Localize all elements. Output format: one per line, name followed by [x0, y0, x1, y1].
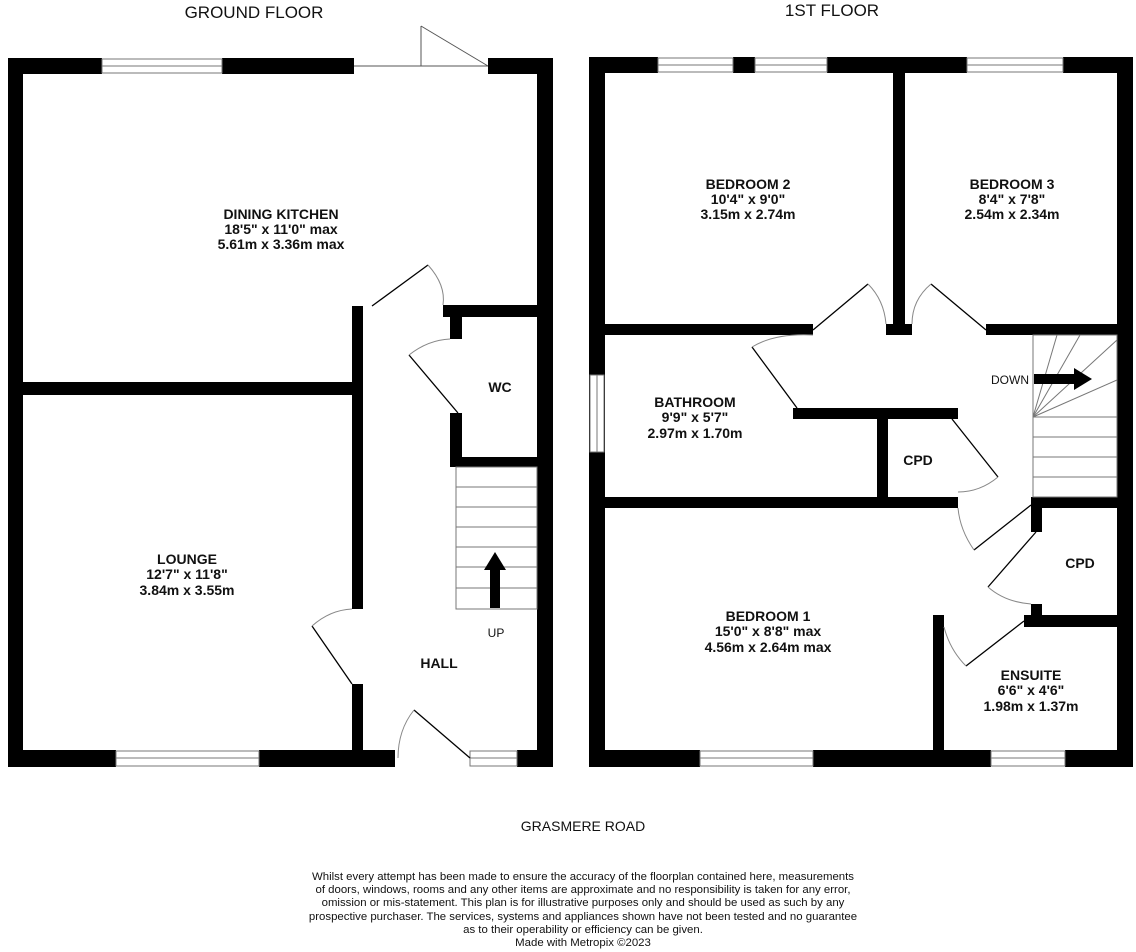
- first-floor-stairs: [1032, 334, 1118, 498]
- road-name: GRASMERE ROAD: [521, 818, 645, 834]
- room-cpd-landing: CPD: [903, 452, 933, 468]
- disclaimer-line: as to their operability or efficiency ca…: [463, 923, 703, 936]
- ground-floor-doors: [311, 264, 471, 759]
- room-metric: 4.56m x 2.64m max: [705, 639, 832, 655]
- room-imperial: 9'9" x 5'7": [662, 409, 729, 425]
- room-imperial: 10'4" x 9'0": [711, 191, 785, 207]
- disclaimer: Whilst every attempt has been made to en…: [268, 871, 898, 950]
- disclaimer-line: Made with Metropix ©2023: [515, 937, 651, 950]
- ground-floor-windows: [101, 58, 518, 767]
- room-metric: 3.15m x 2.74m: [701, 206, 796, 222]
- room-bedroom-3: BEDROOM 3 8'4" x 7'8" 2.54m x 2.34m: [965, 176, 1060, 222]
- room-imperial: 18'5" x 11'0" max: [224, 221, 338, 237]
- room-ensuite: ENSUITE 6'6" x 4'6" 1.98m x 1.37m: [984, 667, 1079, 714]
- room-imperial: 12'7" x 11'8": [146, 566, 227, 582]
- ground-floor-plan: GROUND FLOOR: [8, 3, 553, 767]
- room-metric: 3.84m x 3.55m: [140, 582, 235, 598]
- first-floor-windows: [589, 57, 1066, 767]
- stairs-up-arrow-icon: [484, 552, 506, 608]
- room-metric: 2.54m x 2.34m: [965, 206, 1060, 222]
- disclaimer-line: Whilst every attempt has been made to en…: [312, 871, 854, 883]
- disclaimer-line: prospective purchaser. The services, sys…: [308, 910, 858, 923]
- room-dining-kitchen: DINING KITCHEN 18'5" x 11'0" max 5.61m x…: [218, 206, 345, 252]
- first-floor-plan: 1ST FLOOR: [589, 1, 1133, 767]
- room-name: ENSUITE: [1001, 667, 1062, 683]
- room-metric: 1.98m x 1.37m: [984, 698, 1079, 714]
- room-bathroom: BATHROOM 9'9" x 5'7" 2.97m x 1.70m: [648, 394, 743, 441]
- ground-floor-walls: [8, 58, 553, 767]
- room-name: BEDROOM 2: [706, 176, 791, 192]
- room-imperial: 8'4" x 7'8": [979, 191, 1046, 207]
- room-bedroom-1: BEDROOM 1 15'0" x 8'8" max 4.56m x 2.64m…: [705, 608, 832, 655]
- ground-floor-title: GROUND FLOOR: [185, 3, 324, 22]
- stairs-down-arrow-icon: [1034, 368, 1092, 390]
- kitchen-rear-door: [354, 25, 489, 67]
- room-cpd-bedroom: CPD: [1065, 555, 1095, 571]
- disclaimer-line: omission or mis-statement. This plan is …: [321, 897, 845, 910]
- room-imperial: 15'0" x 8'8" max: [715, 623, 822, 639]
- stairs-up-label: UP: [488, 626, 505, 640]
- room-name: DINING KITCHEN: [223, 206, 338, 222]
- disclaimer-line: of doors, windows, rooms and any other i…: [315, 884, 851, 897]
- room-name: BEDROOM 3: [970, 176, 1055, 192]
- room-wc: WC: [488, 379, 511, 395]
- room-lounge: LOUNGE 12'7" x 11'8" 3.84m x 3.55m: [140, 551, 235, 598]
- stairs-down-label: DOWN: [991, 373, 1029, 387]
- room-imperial: 6'6" x 4'6": [998, 682, 1065, 698]
- first-floor-doors: [751, 283, 1037, 667]
- room-name: BATHROOM: [654, 394, 735, 410]
- room-name: LOUNGE: [157, 551, 217, 567]
- room-hall: HALL: [420, 655, 458, 671]
- first-floor-title: 1ST FLOOR: [785, 1, 879, 20]
- room-metric: 2.97m x 1.70m: [648, 425, 743, 441]
- room-bedroom-2: BEDROOM 2 10'4" x 9'0" 3.15m x 2.74m: [701, 176, 796, 222]
- room-metric: 5.61m x 3.36m max: [218, 236, 345, 252]
- room-name: BEDROOM 1: [726, 608, 811, 624]
